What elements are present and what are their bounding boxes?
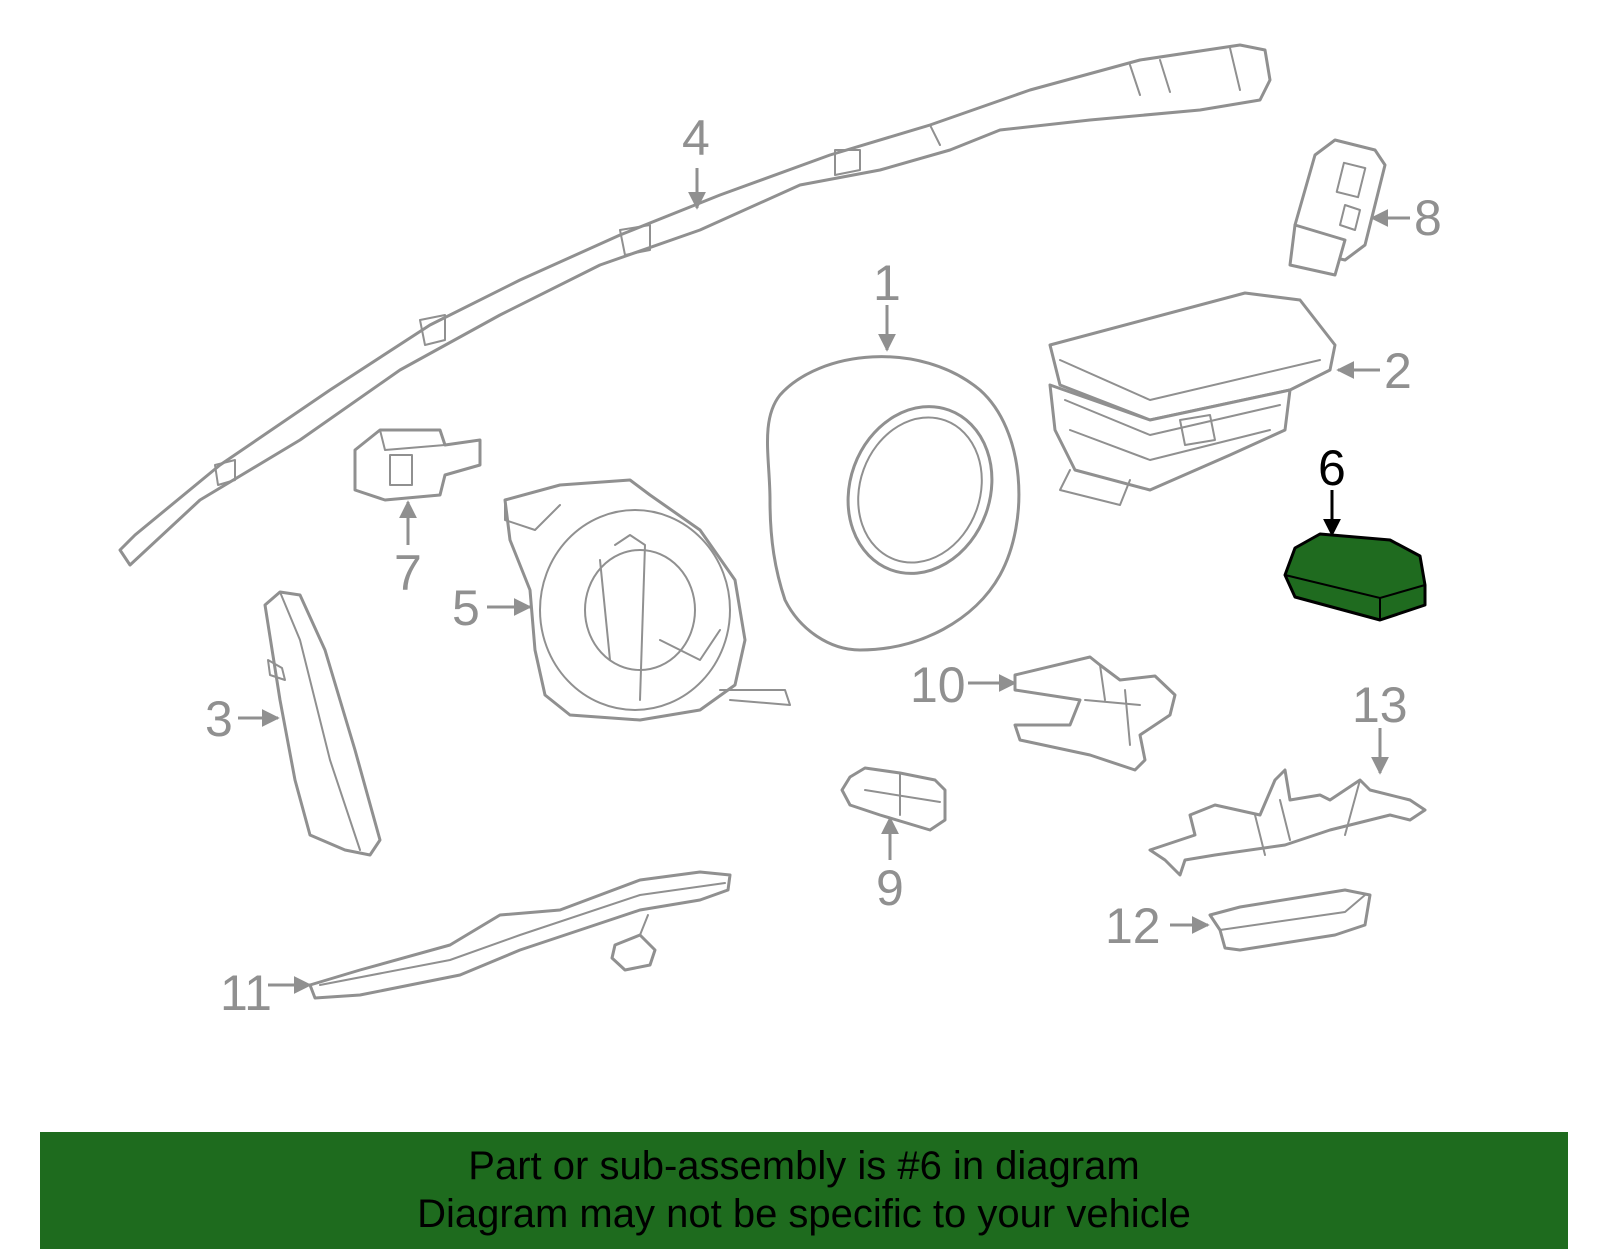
banner-line-2: Diagram may not be specific to your vehi…	[417, 1192, 1191, 1236]
part-2-passenger-airbag	[1048, 291, 1337, 506]
banner-background	[40, 1132, 1568, 1249]
callout-10: 10	[910, 657, 966, 713]
callout-4: 4	[682, 110, 710, 166]
part-9-clip	[840, 766, 947, 832]
callout-8: 8	[1414, 190, 1442, 246]
part-6-highlighted-module	[1283, 532, 1427, 622]
banner-line-1: Part or sub-assembly is #6 in diagram	[468, 1144, 1140, 1188]
part-3-side-airbag	[263, 590, 382, 857]
part-1-driver-airbag	[766, 355, 1021, 652]
callout-9: 9	[876, 860, 904, 916]
info-banner: Part or sub-assembly is #6 in diagram Di…	[40, 1132, 1568, 1249]
callout-11: 11	[220, 965, 272, 1021]
callout-1: 1	[873, 255, 901, 311]
callout-13: 13	[1352, 677, 1408, 733]
callout-12: 12	[1105, 898, 1161, 954]
part-5-clock-spring	[503, 478, 791, 722]
part-12-flat-module	[1208, 888, 1372, 952]
callout-7: 7	[394, 545, 422, 601]
part-10-bracket	[1013, 655, 1177, 772]
callout-3: 3	[205, 691, 233, 747]
callout-5: 5	[452, 580, 480, 636]
part-13-wire-bracket	[1148, 768, 1427, 877]
part-4-curtain-airbag	[118, 43, 1272, 567]
callout-6: 6	[1318, 440, 1346, 496]
callout-2: 2	[1384, 343, 1412, 399]
part-7-impact-sensor	[353, 428, 482, 502]
part-8-sensor	[1288, 138, 1387, 277]
part-11-lower-bracket	[308, 870, 732, 1000]
